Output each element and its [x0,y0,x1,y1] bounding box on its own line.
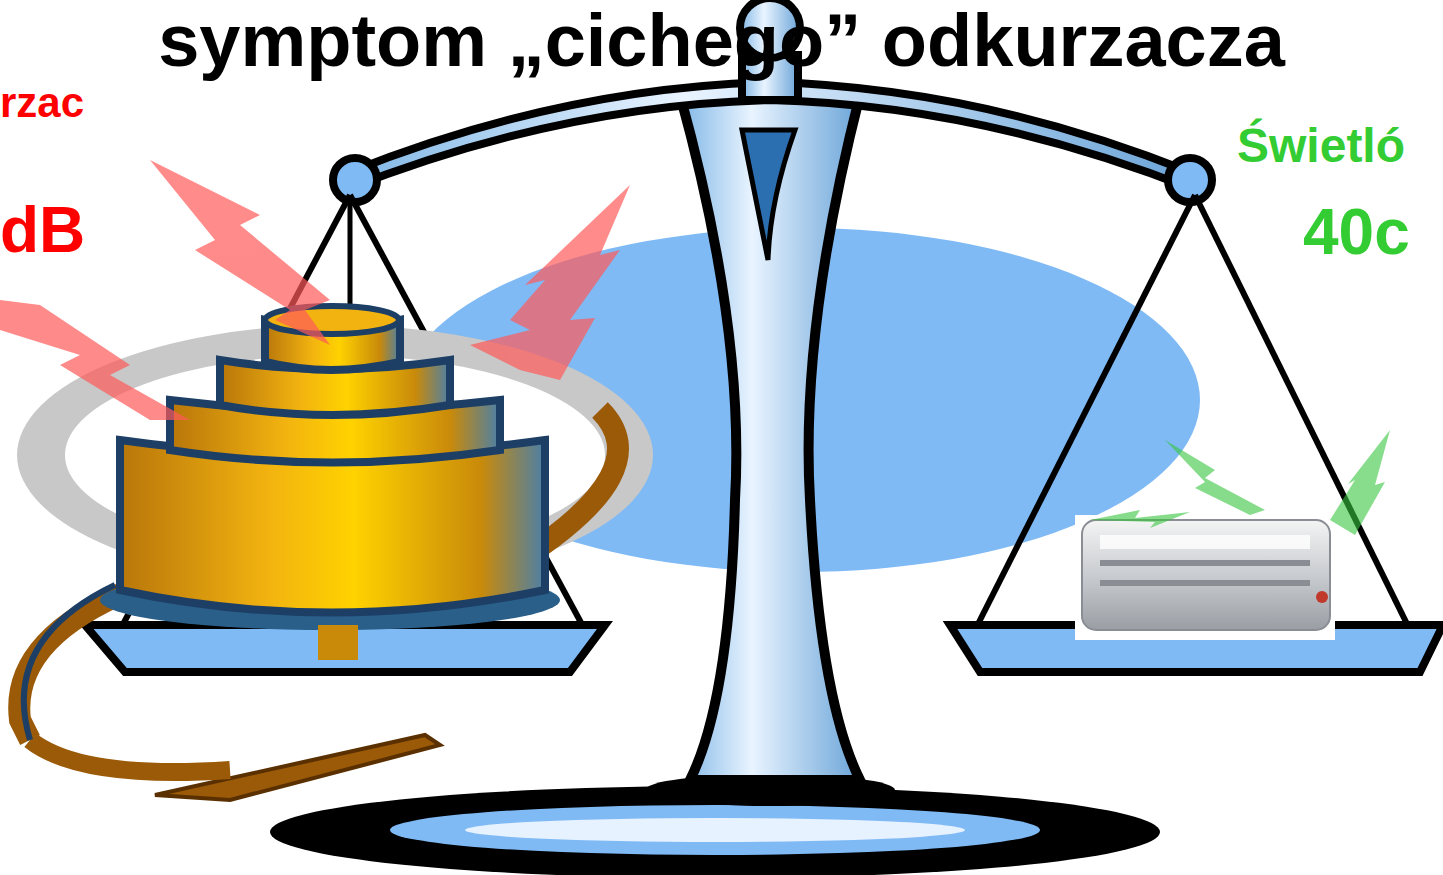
device-label: Świetló [1237,122,1405,170]
scale-pillar [680,95,860,780]
right-pan [950,195,1443,672]
slide-title: symptom „cichego” odkurzacza [0,4,1443,78]
device-label: rzac [0,82,84,124]
noise-bolts [0,160,630,420]
noise-level: dB [0,198,85,262]
scale-base [270,774,1160,875]
pillar-detail [742,130,795,260]
noise-level: 40c [1303,200,1410,264]
fluorescent-lamp [1075,515,1335,640]
light-bolts [1090,430,1390,535]
